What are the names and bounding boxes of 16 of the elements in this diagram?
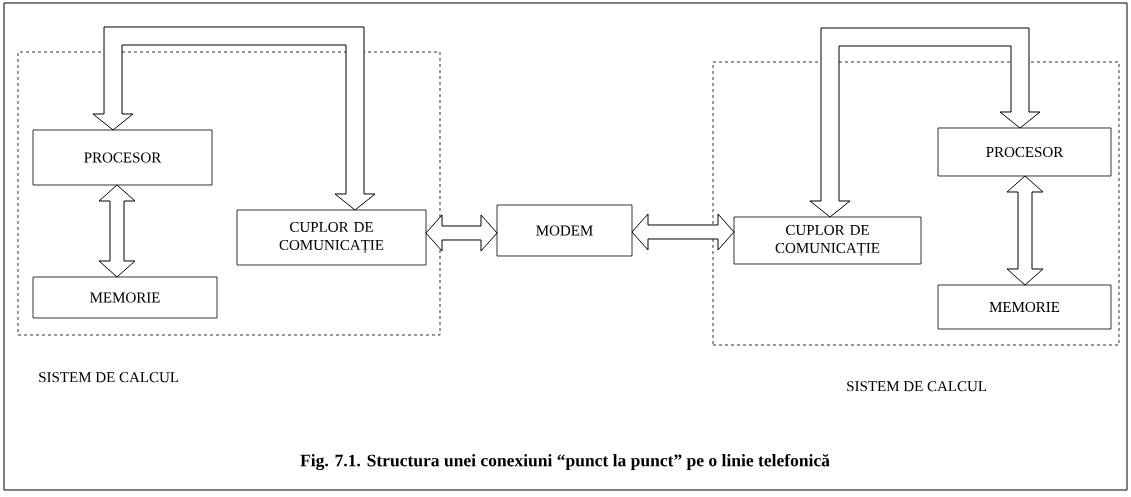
block-arrow [92, 26, 376, 211]
figure-caption: Fig. 7.1. Structura unei conexiuni “punct la punct” pe o linie telefonică [300, 453, 830, 471]
component-box: MODEM [496, 204, 633, 257]
component-box: PROCESOR [937, 127, 1112, 177]
component-box: CUPLOR DE COMUNICAȚIE [733, 216, 922, 265]
block-arrow [1006, 175, 1044, 286]
group-label: SISTEM DE CALCUL [847, 381, 987, 392]
component-box: MEMORIE [937, 284, 1112, 330]
group-label: SISTEM DE CALCUL [39, 372, 179, 383]
block-arrow [809, 27, 1041, 218]
component-box: MEMORIE [32, 276, 218, 319]
block-arrow [425, 214, 498, 252]
block-arrow [631, 213, 735, 251]
component-box: PROCESOR [32, 129, 213, 186]
block-arrow [98, 184, 136, 278]
component-box: CUPLOR DE COMUNICAȚIE [236, 209, 427, 266]
